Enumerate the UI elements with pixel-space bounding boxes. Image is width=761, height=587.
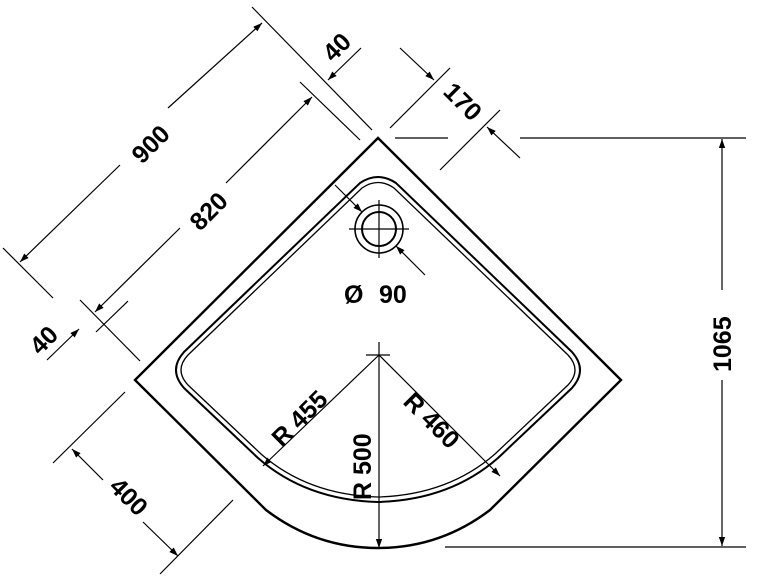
drain-diameter-label: Ø 90 bbox=[344, 281, 407, 309]
diameter-symbol: Ø bbox=[344, 281, 363, 309]
dimension-40-top bbox=[327, 47, 362, 81]
dimension-900-label: 900 bbox=[126, 120, 175, 169]
dimension-40-top-label: 40 bbox=[317, 28, 356, 67]
tray-inner-basin bbox=[175, 176, 581, 504]
dimension-40-left-label: 40 bbox=[24, 321, 63, 360]
dimension-820 bbox=[94, 96, 313, 313]
dimension-1065-label: 1065 bbox=[709, 316, 737, 372]
extension-lines-top-left bbox=[2, 6, 373, 362]
tray-outer-outline bbox=[133, 136, 623, 550]
radius-455-label: R 455 bbox=[266, 385, 333, 452]
radius-leaders bbox=[262, 342, 501, 548]
dimension-40-left bbox=[46, 300, 129, 361]
drain-diameter-value: 90 bbox=[379, 281, 407, 309]
dimension-170 bbox=[389, 47, 521, 171]
dimension-1065 bbox=[445, 137, 746, 548]
dimension-170-label: 170 bbox=[438, 77, 487, 126]
dimension-820-label: 820 bbox=[184, 187, 233, 236]
radius-460-label: R 460 bbox=[398, 387, 465, 454]
drain-symbol bbox=[334, 184, 426, 276]
radius-500-label: R 500 bbox=[349, 433, 377, 500]
dimension-900 bbox=[19, 22, 263, 263]
dimension-400 bbox=[52, 391, 234, 575]
dimension-400-label: 400 bbox=[104, 472, 153, 521]
